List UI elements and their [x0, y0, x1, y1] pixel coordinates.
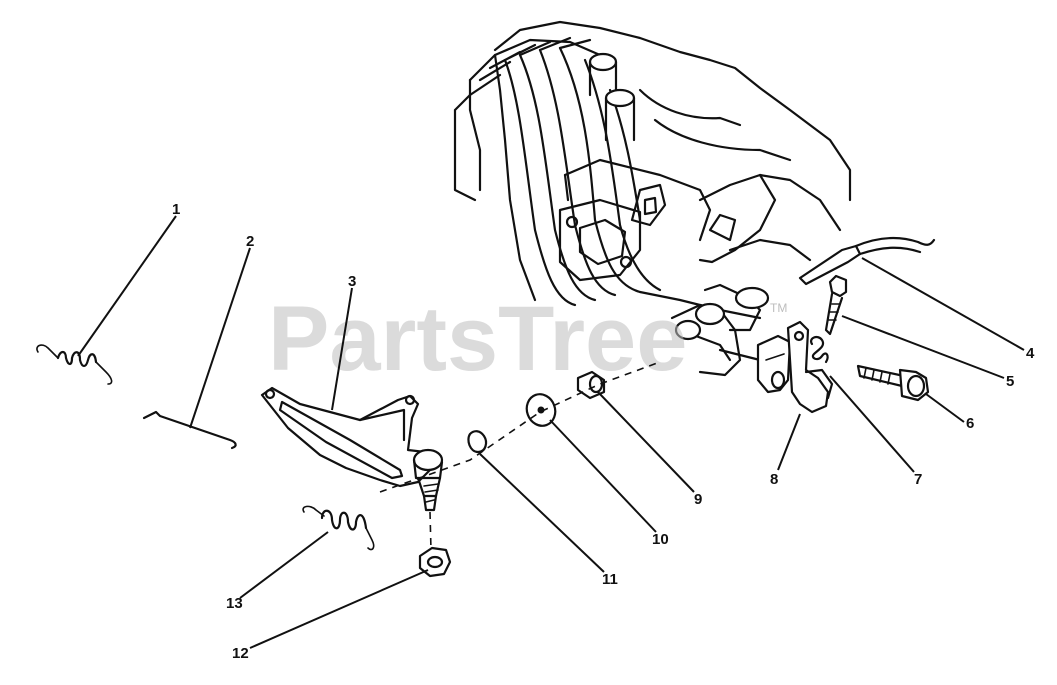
part-1-spring: [36, 344, 113, 385]
part-4-cable: [798, 236, 936, 286]
callout-13: 13: [226, 595, 243, 612]
callout-9: 9: [694, 491, 702, 508]
part-6-bolt: [856, 364, 930, 402]
part-13-spring: [302, 505, 375, 551]
callout-12: 12: [232, 645, 249, 662]
callout-3: 3: [348, 273, 356, 290]
callout-4: 4: [1026, 345, 1035, 362]
callout-2: 2: [246, 233, 254, 250]
part-5-screw: [824, 274, 848, 336]
part-9-bushing: [576, 370, 606, 400]
callout-8: 8: [770, 471, 778, 488]
part-3-governor-lever: [260, 386, 444, 512]
shaft-axis-vertical: [429, 511, 432, 551]
engine-cylinder-block: [453, 20, 852, 377]
part-2-rod: [142, 410, 237, 450]
part-12-nut: [418, 546, 452, 578]
callout-10: 10: [652, 531, 669, 548]
callout-5: 5: [1006, 373, 1014, 390]
callout-11: 11: [602, 571, 618, 588]
part-11-e-ring: [467, 430, 488, 454]
callout-leaders: [77, 215, 1025, 649]
callout-6: 6: [966, 415, 974, 432]
callout-1: 1: [172, 201, 180, 218]
watermark-text: PartsTree: [268, 288, 687, 390]
part-7-spring: [810, 335, 829, 364]
watermark-trademark: TM: [770, 301, 787, 315]
part-8-throttle-bracket: [756, 320, 834, 414]
callout-7: 7: [914, 471, 922, 488]
callout-labels: 1 2 3 4 5 6 7 8 9 10 11 12 13: [172, 201, 1035, 662]
